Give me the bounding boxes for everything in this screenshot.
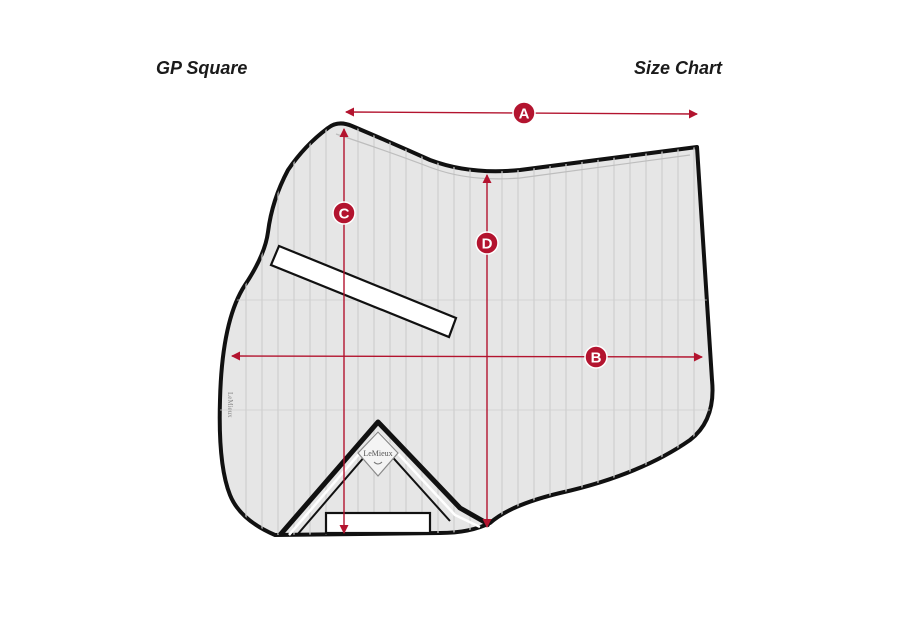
brand-logo: LeMieux (357, 431, 399, 477)
brand-logo-text: LeMieux (363, 449, 392, 458)
title-gp-square: GP Square (156, 58, 248, 78)
marker-d: D (475, 231, 499, 255)
marker-a-label: A (519, 106, 530, 123)
marker-b-label: B (591, 350, 602, 367)
brand-side-label: LeMieux (226, 392, 234, 418)
title-size-chart: Size Chart (634, 58, 723, 78)
girth-loop-lower (324, 511, 432, 535)
marker-b: B (584, 345, 608, 369)
girth-loop-upper (269, 244, 458, 339)
marker-a: A (512, 101, 536, 125)
marker-c-label: C (339, 206, 350, 223)
top-edge-stitch (335, 133, 691, 180)
measure-line-b (231, 351, 703, 362)
marker-d-label: D (482, 236, 493, 253)
marker-c: C (332, 201, 356, 225)
